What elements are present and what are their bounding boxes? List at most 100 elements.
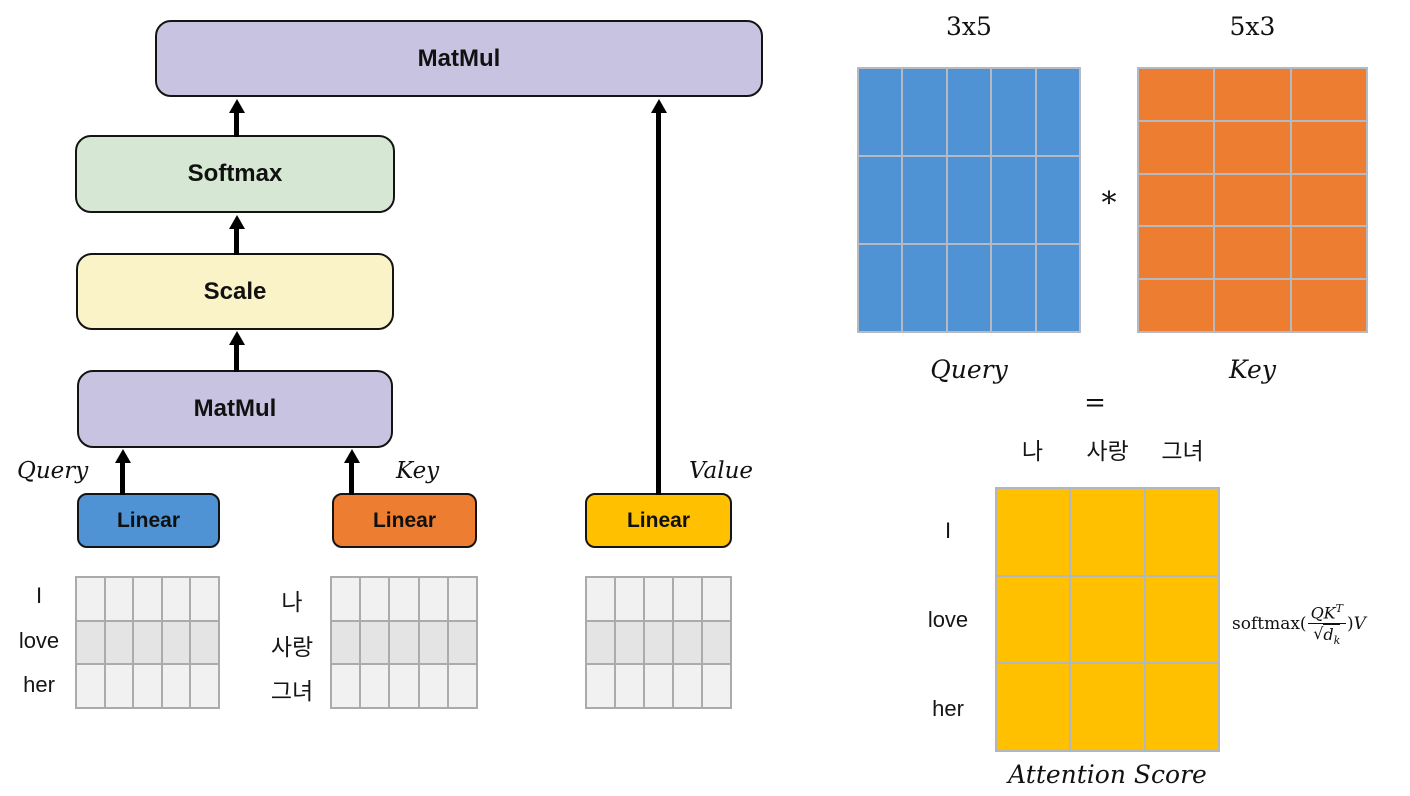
matrix-cell xyxy=(105,578,133,620)
token-ko-2: 사랑 xyxy=(270,634,314,660)
matrix-cell xyxy=(448,665,476,707)
matrix-cell xyxy=(1215,121,1290,173)
matrix-cell xyxy=(674,665,701,707)
matrix-cell xyxy=(616,621,643,664)
value-edge-label: Value xyxy=(689,458,753,484)
linear-query-label: Linear xyxy=(116,508,181,532)
matrix-cell xyxy=(191,578,218,620)
arrowhead-icon xyxy=(650,99,667,113)
matrix-cell xyxy=(1036,69,1079,155)
key-caption: Key xyxy=(1229,355,1276,384)
equals-operator: = xyxy=(1084,388,1106,418)
matrix-cell xyxy=(1139,69,1214,120)
value-input-matrix xyxy=(585,576,732,709)
matrix-cell xyxy=(1215,280,1290,331)
matrix-cell xyxy=(448,578,476,620)
arrow-lineark-to-matmul xyxy=(343,449,360,495)
attention-col-label-3: 그녀 xyxy=(1161,438,1204,464)
matrix-cell xyxy=(77,578,104,620)
linear-key-label: Linear xyxy=(372,508,437,532)
arrow-linearq-to-matmul xyxy=(114,449,131,495)
formula-dk: d xyxy=(1323,624,1334,644)
matrix-cell xyxy=(1036,157,1079,243)
formula-numerator: QK xyxy=(1310,603,1336,623)
key-edge-label: Key xyxy=(396,458,440,484)
matrix-cell xyxy=(997,489,1070,575)
arrow-scale-to-softmax xyxy=(228,215,245,255)
matrix-cell xyxy=(903,157,946,243)
softmax-label: Softmax xyxy=(187,160,283,187)
matrix-cell xyxy=(390,621,418,664)
matrix-cell xyxy=(903,245,946,331)
token-en-3: her xyxy=(23,672,55,697)
matrix-cell xyxy=(1291,69,1366,120)
key-matrix xyxy=(1137,67,1368,333)
linear-value-box: Linear xyxy=(585,493,732,548)
matrix-cell xyxy=(587,665,614,707)
matrix-cell xyxy=(703,578,730,620)
matrix-cell xyxy=(859,69,902,155)
matrix-cell xyxy=(1139,174,1214,226)
scale-box: Scale xyxy=(76,253,394,330)
attention-col-label-1: 나 xyxy=(1021,438,1044,464)
matrix-cell xyxy=(674,578,701,620)
matrix-cell xyxy=(162,578,190,620)
matrix-cell xyxy=(1145,664,1218,750)
matrix-cell xyxy=(645,621,672,664)
matrix-cell xyxy=(390,578,418,620)
matmul-lower-box: MatMul xyxy=(77,370,393,448)
matrix-cell xyxy=(1071,489,1144,575)
matrix-cell xyxy=(903,69,946,155)
matrix-cell xyxy=(1139,280,1214,331)
formula-func: softmax( xyxy=(1232,614,1307,635)
matrix-cell xyxy=(390,665,418,707)
matrix-cell xyxy=(703,665,730,707)
matrix-cell xyxy=(361,665,389,707)
arrowhead-icon xyxy=(228,99,245,113)
formula-close-paren: ) xyxy=(1346,614,1354,635)
matrix-cell xyxy=(947,157,991,243)
matrix-cell xyxy=(997,664,1070,750)
matrix-cell xyxy=(1036,245,1079,331)
matrix-cell xyxy=(105,665,133,707)
matrix-cell xyxy=(332,665,360,707)
matrix-cell xyxy=(1291,174,1366,226)
matrix-cell xyxy=(1071,664,1144,750)
matrix-cell xyxy=(134,621,161,664)
matrix-cell xyxy=(105,621,133,664)
matrix-cell xyxy=(134,665,161,707)
matrix-cell xyxy=(162,621,190,664)
matrix-cell xyxy=(1291,121,1366,173)
query-input-matrix xyxy=(75,576,220,709)
matrix-cell xyxy=(1139,121,1214,173)
matrix-cell xyxy=(587,578,614,620)
matrix-cell xyxy=(616,665,643,707)
matrix-cell xyxy=(191,665,218,707)
matrix-cell xyxy=(332,621,360,664)
matrix-cell xyxy=(587,621,614,664)
arrow-softmax-to-matmul xyxy=(228,99,245,137)
matrix-cell xyxy=(947,245,991,331)
query-matrix xyxy=(857,67,1081,333)
matrix-cell xyxy=(645,578,672,620)
matrix-cell xyxy=(997,576,1070,663)
matrix-cell xyxy=(859,157,902,243)
sqrt-radical-icon: √ xyxy=(1313,623,1324,643)
scale-label: Scale xyxy=(203,277,267,305)
attention-row-label-3: her xyxy=(932,696,964,721)
matrix-cell xyxy=(361,578,389,620)
arrow-matmul-to-scale xyxy=(228,331,245,372)
matrix-cell xyxy=(859,245,902,331)
arrow-linearv-to-matmultop xyxy=(650,99,667,495)
matrix-cell xyxy=(419,621,447,664)
matmul-lower-label: MatMul xyxy=(193,395,277,422)
matrix-cell xyxy=(448,621,476,664)
matrix-cell xyxy=(134,578,161,620)
token-ko-3: 그녀 xyxy=(270,678,314,704)
matrix-cell xyxy=(616,578,643,620)
multiply-operator: * xyxy=(1101,186,1117,221)
matmul-top-label: MatMul xyxy=(417,44,501,72)
key-dims-label: 5x3 xyxy=(1229,12,1276,41)
linear-query-box: Linear xyxy=(77,493,220,548)
